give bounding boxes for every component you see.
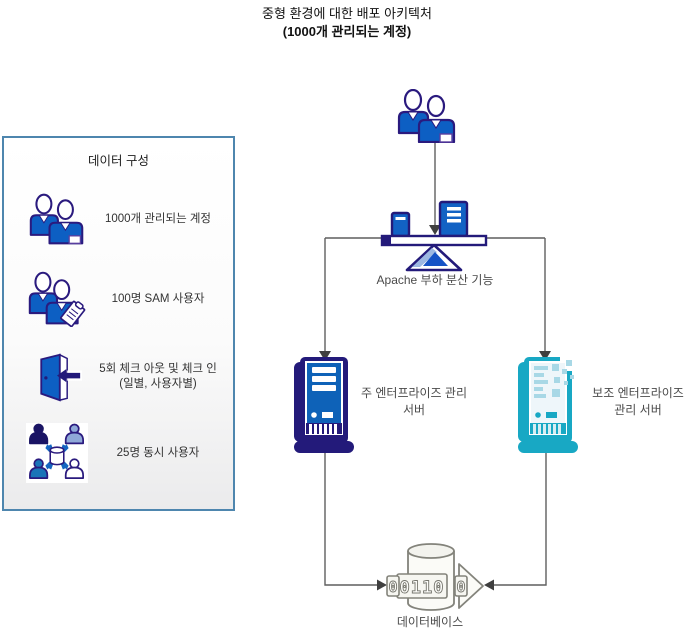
- database-digit-right: 0: [456, 578, 465, 596]
- users-icon: [397, 89, 456, 143]
- legend-item-managed-accounts: 1000개 관리되는 계정: [22, 190, 224, 248]
- connector-primary-to-database: [324, 453, 377, 586]
- database-digit-left: 0: [388, 578, 397, 596]
- legend-item-concurrent-users: 25명 동시 사용자: [22, 420, 224, 486]
- load-balancer-icon: [380, 200, 488, 272]
- managed-accounts-users-icon: [29, 193, 84, 245]
- database-node: 0 0110 0: [383, 543, 487, 617]
- primary-server-icon: [294, 357, 354, 453]
- database-icon: 0 0110 0: [386, 543, 484, 611]
- primary-server-label-line2: 서버: [402, 403, 426, 417]
- concurrent-users-icon: [26, 423, 88, 483]
- arrowhead-down-primary: [319, 351, 331, 361]
- secondary-server-label-line2: 관리 서버: [614, 403, 662, 417]
- secondary-server-icon: [518, 357, 578, 453]
- legend-item-label: 1000개 관리되는 계정: [104, 212, 212, 225]
- legend-item-label: 100명 SAM 사용자: [111, 292, 205, 305]
- arrowhead-down-secondary: [539, 351, 551, 361]
- page-title-line2: (1000개 관리되는 계정): [282, 24, 412, 39]
- connector-secondary-to-database: [494, 453, 547, 586]
- secondary-server-label-line1: 보조 엔터프라이즈: [592, 386, 684, 400]
- sam-users-icon: [28, 271, 86, 327]
- arrowhead-left-database: [484, 579, 494, 591]
- legend-item-label: 5회 체크 아웃 및 체크 인 (일별, 사용자별): [92, 362, 224, 392]
- primary-server-label: 주 엔터프라이즈 관리 서버: [350, 385, 478, 419]
- database-digits-main: 0110: [400, 578, 445, 598]
- load-balancer-node: [380, 200, 490, 272]
- database-label: 데이터베이스: [396, 615, 464, 629]
- page-title: 중형 환경에 대한 배포 아키텍처 (1000개 관리되는 계정): [0, 5, 694, 41]
- legend-title: 데이터 구성: [88, 154, 149, 168]
- arrowhead-down-balancer: [429, 225, 441, 235]
- load-balancer-label: Apache 부하 분산 기능: [376, 273, 494, 287]
- arrowhead-right-database: [377, 579, 387, 591]
- legend-item-label-line1: 5회 체크 아웃 및 체크 인: [99, 363, 217, 375]
- legend-item-label: 25명 동시 사용자: [116, 446, 200, 459]
- primary-server-node: [294, 357, 354, 453]
- legend-item-checkin-checkout: 5회 체크 아웃 및 체크 인 (일별, 사용자별): [22, 346, 224, 408]
- page-title-line1: 중형 환경에 대한 배포 아키텍처: [262, 6, 432, 21]
- secondary-server-node: [518, 357, 578, 453]
- primary-server-label-line1: 주 엔터프라이즈 관리: [360, 386, 468, 400]
- legend-item-label-line2: (일별, 사용자별): [119, 378, 197, 390]
- checkin-checkout-door-icon: [40, 353, 82, 402]
- secondary-server-label: 보조 엔터프라이즈 관리 서버: [578, 385, 694, 419]
- users-node: [396, 89, 458, 143]
- legend-item-sam-users: 100명 SAM 사용자: [22, 268, 224, 330]
- legend-panel: 데이터 구성 1000개 관리되는 계정: [2, 136, 235, 511]
